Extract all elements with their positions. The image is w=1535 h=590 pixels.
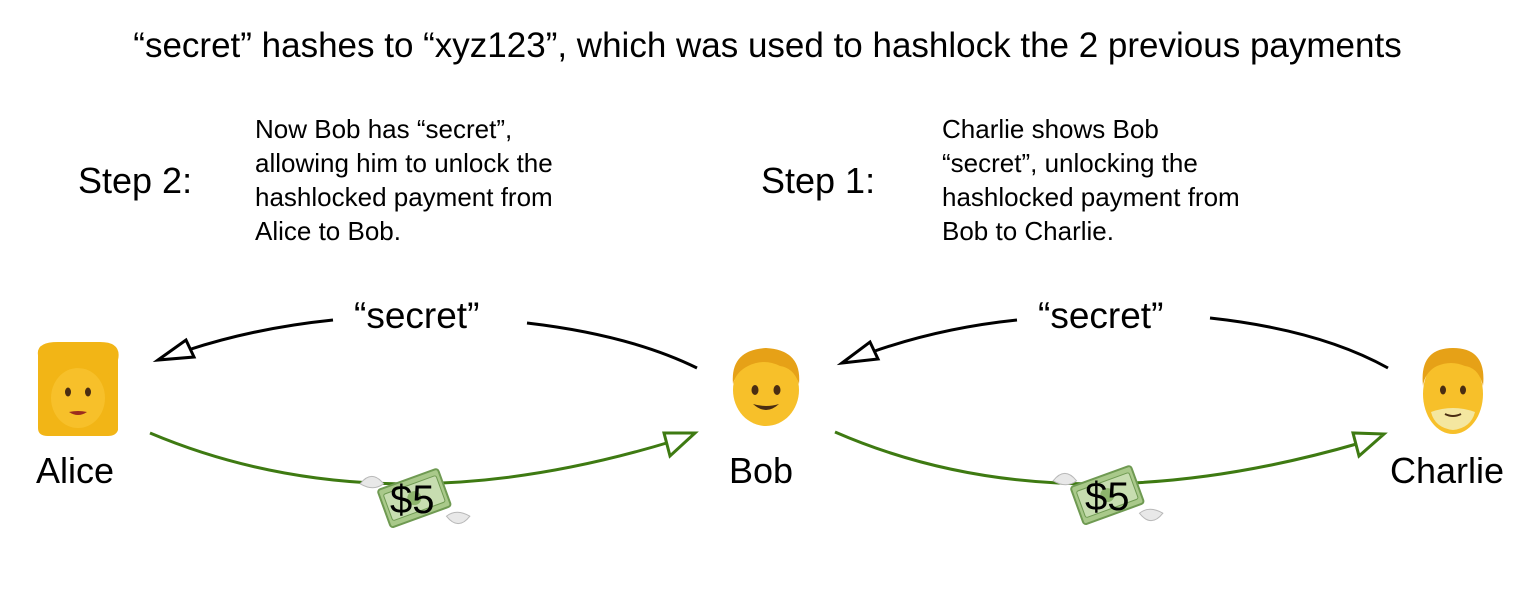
step-1-description: Charlie shows Bob “secret”, unlocking th… (942, 112, 1322, 248)
step-2-line: hashlocked payment from (255, 182, 553, 212)
secret-label-left: “secret” (354, 295, 480, 336)
payment-arrowhead-bob (662, 431, 699, 459)
secret-arrow-charlie-to-bob (871, 318, 1018, 354)
name-charlie: Charlie (1390, 450, 1505, 491)
step-2-line: allowing him to unlock the (255, 148, 553, 178)
name-alice: Alice (36, 450, 115, 491)
older-man-emoji-icon (1422, 348, 1484, 434)
diagram-title: “secret” hashes to “xyz123”, which was u… (133, 26, 1402, 65)
step-2-line: Now Bob has “secret”, (255, 114, 513, 144)
step-2-line: Alice to Bob. (255, 216, 401, 246)
step-2-description: Now Bob has “secret”, allowing him to un… (255, 112, 635, 248)
step-1-line: “secret”, unlocking the (942, 148, 1198, 178)
payment-arrowhead-charlie (1351, 431, 1388, 459)
secret-label-right: “secret” (1038, 295, 1164, 336)
step-1-label: Step 1: (761, 160, 876, 201)
man-emoji-icon (732, 348, 800, 426)
step-1-line: Charlie shows Bob (942, 114, 1159, 144)
money-with-wings-icon (1052, 465, 1164, 526)
money-with-wings-icon (359, 468, 471, 529)
step-1-line: hashlocked payment from (942, 182, 1240, 212)
secret-arrow-bob-to-alice-tail (526, 321, 698, 370)
step-2-label: Step 2: (78, 160, 193, 201)
secret-arrow-bob-to-alice (187, 318, 334, 352)
secret-arrow-charlie-to-bob-tail (1209, 316, 1389, 370)
payment-amount-bob-charlie: $5 (1085, 475, 1130, 519)
step-1-line: Bob to Charlie. (942, 216, 1114, 246)
woman-emoji-icon (37, 342, 119, 436)
secret-arrowhead-alice (152, 337, 197, 362)
secret-arrowhead-bob (836, 339, 881, 366)
name-bob: Bob (729, 450, 794, 491)
payment-arrow-alice-to-bob (149, 431, 671, 486)
payment-amount-alice-bob: $5 (390, 478, 435, 522)
